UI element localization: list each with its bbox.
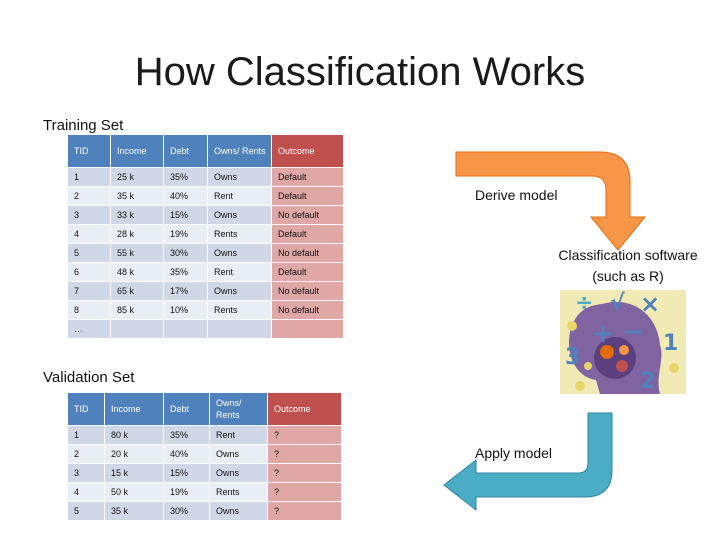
debt-cell: 30% [163, 243, 208, 263]
minus-glyph: − [622, 317, 644, 347]
income-cell: 55 k [110, 243, 164, 263]
owns-rents-cell: Owns [209, 444, 268, 464]
validation-set-label: Validation Set [43, 369, 135, 386]
outcome-cell [271, 319, 344, 339]
income-cell: 80 k [104, 425, 164, 445]
income-cell: 28 k [110, 224, 164, 244]
software-line-1: Classification software [558, 247, 698, 263]
plus-glyph: + [592, 319, 614, 349]
apply-model-label: Apply model [475, 445, 553, 461]
sqrt-glyph: √ [610, 291, 625, 316]
income-cell: 85 k [110, 300, 164, 320]
debt-cell: 40% [163, 444, 210, 464]
outcome-cell: ? [267, 444, 342, 464]
debt-cell: 30% [163, 501, 210, 521]
header-income: Income [110, 134, 164, 168]
tid-cell: 5 [67, 243, 111, 263]
income-cell: 35 k [104, 501, 164, 521]
debt-cell: 35% [163, 167, 208, 187]
owns-rents-cell: Owns [207, 205, 272, 225]
classification-head-icon: ÷ √ × + − 3 1 2 [560, 290, 686, 394]
times-glyph: × [640, 290, 660, 318]
debt-cell: 19% [163, 224, 208, 244]
derive-model-label: Derive model [475, 187, 558, 203]
owns-rents-cell [207, 319, 272, 339]
owns-rents-cell: Owns [207, 243, 272, 263]
owns-rents-cell: Owns [209, 501, 268, 521]
owns-rents-cell: Rents [207, 224, 272, 244]
header-owns-rents: Owns/ Rents [207, 134, 272, 168]
tid-cell: 1 [67, 425, 105, 445]
outcome-cell: ? [267, 501, 342, 521]
tid-cell: 2 [67, 444, 105, 464]
tid-cell: 4 [67, 224, 111, 244]
derive-model-arrow [455, 151, 647, 251]
debt-cell: 40% [163, 186, 208, 206]
debt-cell [163, 319, 208, 339]
tid-cell: 4 [67, 482, 105, 502]
debt-cell: 15% [163, 205, 208, 225]
training-set-label: Training Set [43, 117, 124, 134]
income-cell: 35 k [110, 186, 164, 206]
debt-cell: 10% [163, 300, 208, 320]
tid-cell: 6 [67, 262, 111, 282]
owns-rents-cell: Rent [209, 425, 268, 445]
table-row: … [67, 319, 344, 339]
header-tid: TID [67, 134, 111, 168]
tid-cell: … [67, 319, 111, 339]
income-cell: 20 k [104, 444, 164, 464]
income-cell: 65 k [110, 281, 164, 301]
tid-cell: 1 [67, 167, 111, 187]
digit-three-glyph: 3 [565, 345, 580, 370]
digit-two-glyph: 2 [640, 369, 655, 394]
outcome-cell: ? [267, 425, 342, 445]
owns-rents-cell: Rents [207, 300, 272, 320]
header-debt: Debt [163, 134, 208, 168]
owns-rents-cell: Owns [207, 281, 272, 301]
owns-rents-cell: Rent [207, 186, 272, 206]
income-cell: 15 k [104, 463, 164, 483]
software-line-2: (such as R) [592, 268, 664, 284]
page-title: How Classification Works [134, 50, 586, 94]
outcome-cell: Default [271, 167, 344, 187]
tid-cell: 5 [67, 501, 105, 521]
income-cell [110, 319, 164, 339]
tid-cell: 3 [67, 463, 105, 483]
divide-glyph: ÷ [575, 291, 593, 316]
header-outcome: Outcome [267, 392, 342, 426]
digit-one-glyph: 1 [663, 331, 678, 356]
apply-model-arrow [443, 412, 613, 512]
software-label: Classification software (such as R) [540, 245, 716, 287]
header-outcome: Outcome [271, 134, 344, 168]
sparkle-icons [567, 321, 679, 391]
owns-rents-cell: Rents [209, 482, 268, 502]
header-owns-rents: Owns/ Rents [209, 392, 268, 426]
outcome-cell: No default [271, 205, 344, 225]
